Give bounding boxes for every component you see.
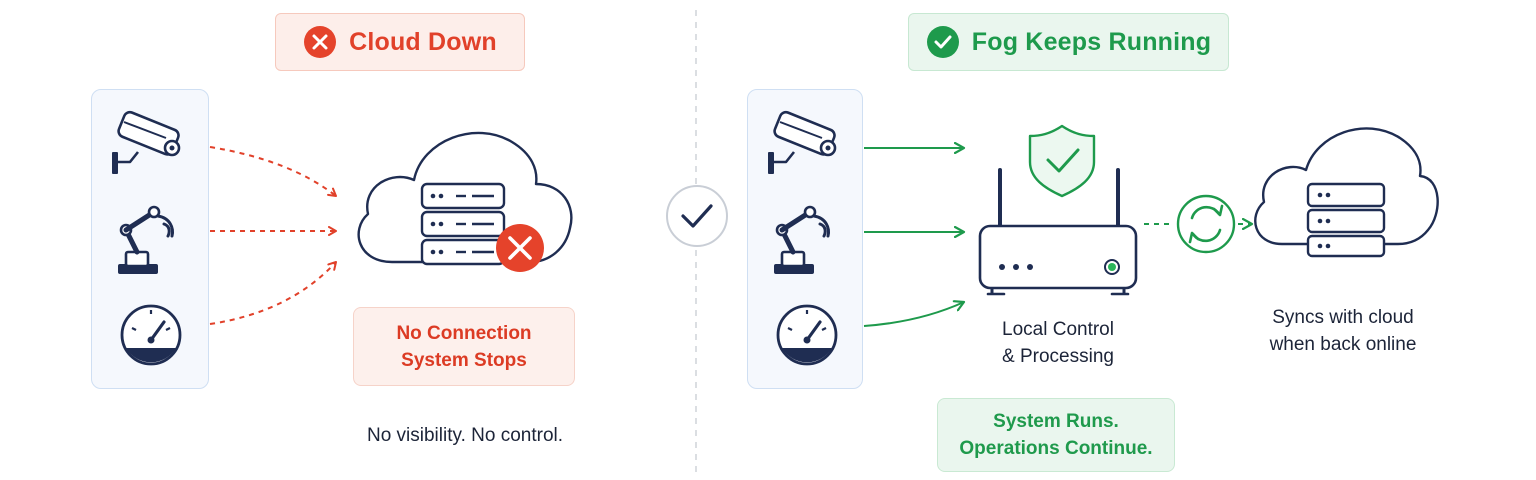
gauge-icon bbox=[120, 304, 182, 366]
no-connection-status-box: No Connection System Stops bbox=[353, 307, 575, 386]
left-connector-camera bbox=[209, 146, 337, 197]
fog-caption: Local Control & Processing bbox=[968, 316, 1148, 370]
cloud-down-title: Cloud Down bbox=[349, 27, 497, 56]
fog-router-icon bbox=[978, 168, 1138, 296]
cloud-error-x-icon bbox=[496, 224, 544, 272]
cloud-down-header: Cloud Down bbox=[275, 13, 525, 71]
shield-check-icon bbox=[1028, 124, 1096, 198]
robotic-arm-icon bbox=[118, 205, 174, 274]
left-device-panel bbox=[91, 89, 209, 389]
backup-cloud-server-icon bbox=[1254, 127, 1439, 258]
no-visibility-text: No visibility. No control. bbox=[366, 425, 564, 446]
sync-caption: Syncs with cloud when back online bbox=[1250, 304, 1436, 358]
status-line-1: No Connection bbox=[396, 322, 532, 344]
status-line-2: Operations Continue. bbox=[959, 438, 1153, 459]
fog-caption-line-2: & Processing bbox=[1002, 346, 1114, 367]
fog-keeps-running-header: Fog Keeps Running bbox=[908, 13, 1229, 71]
check-circle-icon bbox=[926, 25, 960, 59]
security-camera-icon bbox=[112, 110, 181, 174]
status-line-1: System Runs. bbox=[993, 411, 1119, 432]
system-runs-status-box: System Runs. Operations Continue. bbox=[937, 398, 1175, 472]
left-footer-caption: No visibility. No control. bbox=[330, 422, 600, 449]
sync-caption-line-1: Syncs with cloud bbox=[1272, 307, 1414, 328]
x-circle-icon bbox=[303, 25, 337, 59]
sync-caption-line-2: when back online bbox=[1269, 334, 1417, 355]
right-device-panel bbox=[747, 89, 863, 389]
sync-icon bbox=[1176, 194, 1236, 254]
fog-caption-line-1: Local Control bbox=[1002, 319, 1114, 340]
right-connector-gauge bbox=[863, 302, 964, 327]
status-line-2: System Stops bbox=[401, 349, 527, 371]
robotic-arm-icon bbox=[774, 205, 830, 274]
fog-keeps-running-title: Fog Keeps Running bbox=[971, 27, 1212, 56]
gauge-icon bbox=[776, 304, 838, 366]
left-connector-gauge bbox=[209, 261, 337, 325]
security-camera-icon bbox=[768, 110, 837, 174]
center-check-icon bbox=[666, 185, 728, 247]
